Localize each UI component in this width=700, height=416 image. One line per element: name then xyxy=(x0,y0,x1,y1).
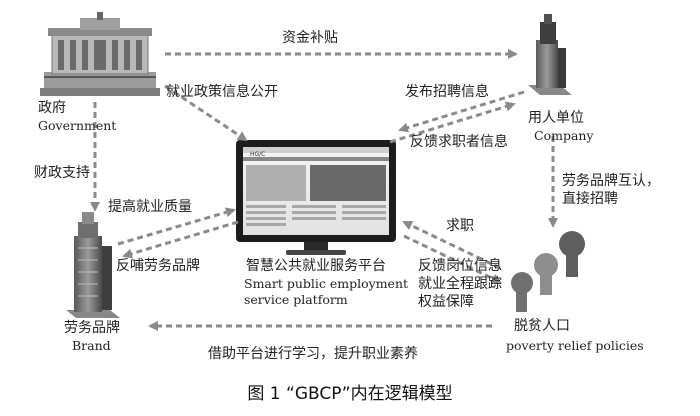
company-label-en: Company xyxy=(534,128,594,143)
platform-monitor-icon: HG/C xyxy=(236,140,396,255)
poverty-label-en: poverty relief policies xyxy=(506,338,644,353)
government-building-icon xyxy=(40,12,160,96)
figure-caption: 图 1 “GBCP”内在逻辑模型 xyxy=(247,384,453,404)
edge-label-platform-poverty-2: 就业全程跟踪 xyxy=(418,276,502,292)
edge-label-platform-poverty-1: 反馈岗位信息 xyxy=(418,258,502,274)
edge-label-gov-company: 资金补贴 xyxy=(282,30,338,46)
arrow-poverty-to-platform xyxy=(402,220,501,270)
brand-label-en: Brand xyxy=(72,338,111,353)
platform-label: 智慧公共就业服务平台 xyxy=(246,258,386,274)
arrow-platform-to-poverty xyxy=(403,234,502,284)
edge-label-poverty-brand: 借助平台进行学习，提升职业素养 xyxy=(208,346,418,362)
edge-label-platform-brand: 反哺劳务品牌 xyxy=(116,258,200,274)
edge-label-platform-company: 反馈求职者信息 xyxy=(410,134,508,150)
edge-label-company-poverty-1: 劳务品牌互认， xyxy=(562,173,660,189)
arrow-brand-to-platform xyxy=(117,207,236,246)
people-icon xyxy=(511,231,585,312)
company-tower-icon xyxy=(528,14,572,95)
edge-label-poverty-platform: 求职 xyxy=(446,218,474,234)
government-label: 政府 xyxy=(38,100,66,116)
arrow-platform-to-company xyxy=(389,101,516,144)
screen-logo: HG/C xyxy=(250,151,265,158)
edge-label-gov-brand: 财政支持 xyxy=(34,165,90,181)
arrow-gov-to-platform xyxy=(164,84,248,142)
edge-label-company-platform: 发布招聘信息 xyxy=(405,84,489,100)
edge-label-brand-platform: 提高就业质量 xyxy=(108,199,192,215)
edge-label-platform-poverty-3: 权益保障 xyxy=(418,294,474,310)
edge-label-company-poverty-2: 直接招聘 xyxy=(562,191,618,207)
platform-label-en-1: Smart public employment xyxy=(244,276,409,291)
arrow-platform-to-brand xyxy=(122,220,239,259)
brand-tower-icon xyxy=(66,212,120,318)
edge-label-gov-platform: 就业政策信息公开 xyxy=(166,84,278,100)
poverty-label: 脱贫人口 xyxy=(514,318,570,334)
government-label-en: Government xyxy=(38,118,117,133)
company-label: 用人单位 xyxy=(528,110,584,126)
arrow-company-to-platform xyxy=(398,90,525,133)
platform-label-en-2: service platform xyxy=(244,292,348,307)
brand-label: 劳务品牌 xyxy=(64,320,120,336)
